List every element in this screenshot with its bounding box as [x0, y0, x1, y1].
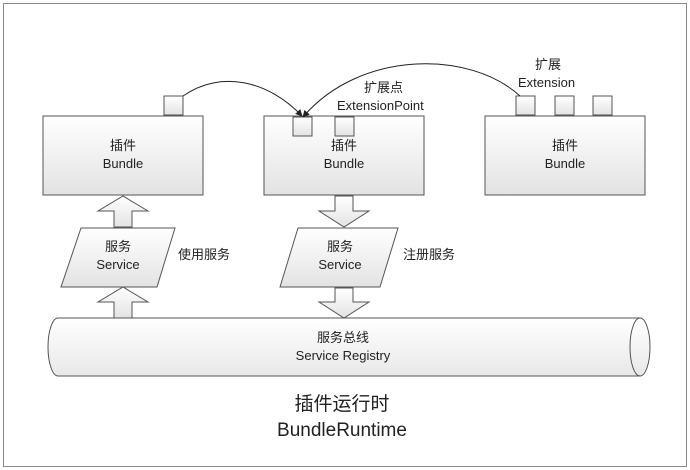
extension-point-label-cn: 扩展点	[364, 80, 403, 95]
extension-point-label-en: ExtensionPoint	[337, 98, 424, 113]
bundle-right-label-en: Bundle	[545, 156, 585, 171]
extension-label-en: Extension	[518, 75, 575, 90]
service-registry-label-en: Service Registry	[296, 348, 391, 363]
block-arrow-down-bundle-to-service-middle	[317, 195, 371, 228]
bundle-right-label-cn: 插件	[552, 138, 578, 153]
connector-arrow-extension-to-extension-point	[302, 63, 521, 118]
bundle-middle-label-cn: 插件	[331, 138, 357, 153]
service-left-label-cn: 服务	[105, 239, 131, 254]
use-service-label: 使用服务	[178, 247, 230, 262]
bundle-left-label-cn: 插件	[110, 138, 136, 153]
bundle-left: 插件 Bundle	[42, 115, 204, 196]
bundle-middle-label-en: Bundle	[324, 156, 364, 171]
block-arrow-up-service-to-bundle-left	[96, 195, 150, 228]
register-service-label: 注册服务	[403, 247, 455, 262]
bundle-left-port	[163, 95, 184, 116]
extension-label-cn: 扩展	[535, 57, 561, 72]
service-left-label-en: Service	[96, 257, 139, 272]
extension-port-1	[515, 95, 536, 116]
runtime-title-en: BundleRuntime	[277, 420, 407, 441]
extension-port-3	[592, 95, 613, 116]
block-arrow-down-service-to-registry-middle	[317, 287, 371, 319]
service-middle: 服务 Service	[279, 227, 399, 288]
runtime-title-cn: 插件运行时	[294, 393, 389, 415]
service-middle-label-cn: 服务	[327, 239, 353, 254]
service-registry-bus: 服务总线 Service Registry	[47, 317, 651, 377]
service-left: 服务 Service	[60, 227, 176, 288]
extension-point-port-1	[292, 116, 313, 137]
extension-port-2	[554, 95, 575, 116]
service-middle-label-en: Service	[318, 257, 361, 272]
extension-point-port-2	[334, 116, 355, 137]
bundle-left-label-en: Bundle	[103, 156, 143, 171]
block-arrow-up-registry-to-service-left	[96, 286, 150, 319]
connector-arrow-left-to-extension-point	[182, 81, 303, 117]
bundle-right: 插件 Bundle	[484, 115, 646, 196]
service-registry-label-cn: 服务总线	[317, 330, 369, 345]
